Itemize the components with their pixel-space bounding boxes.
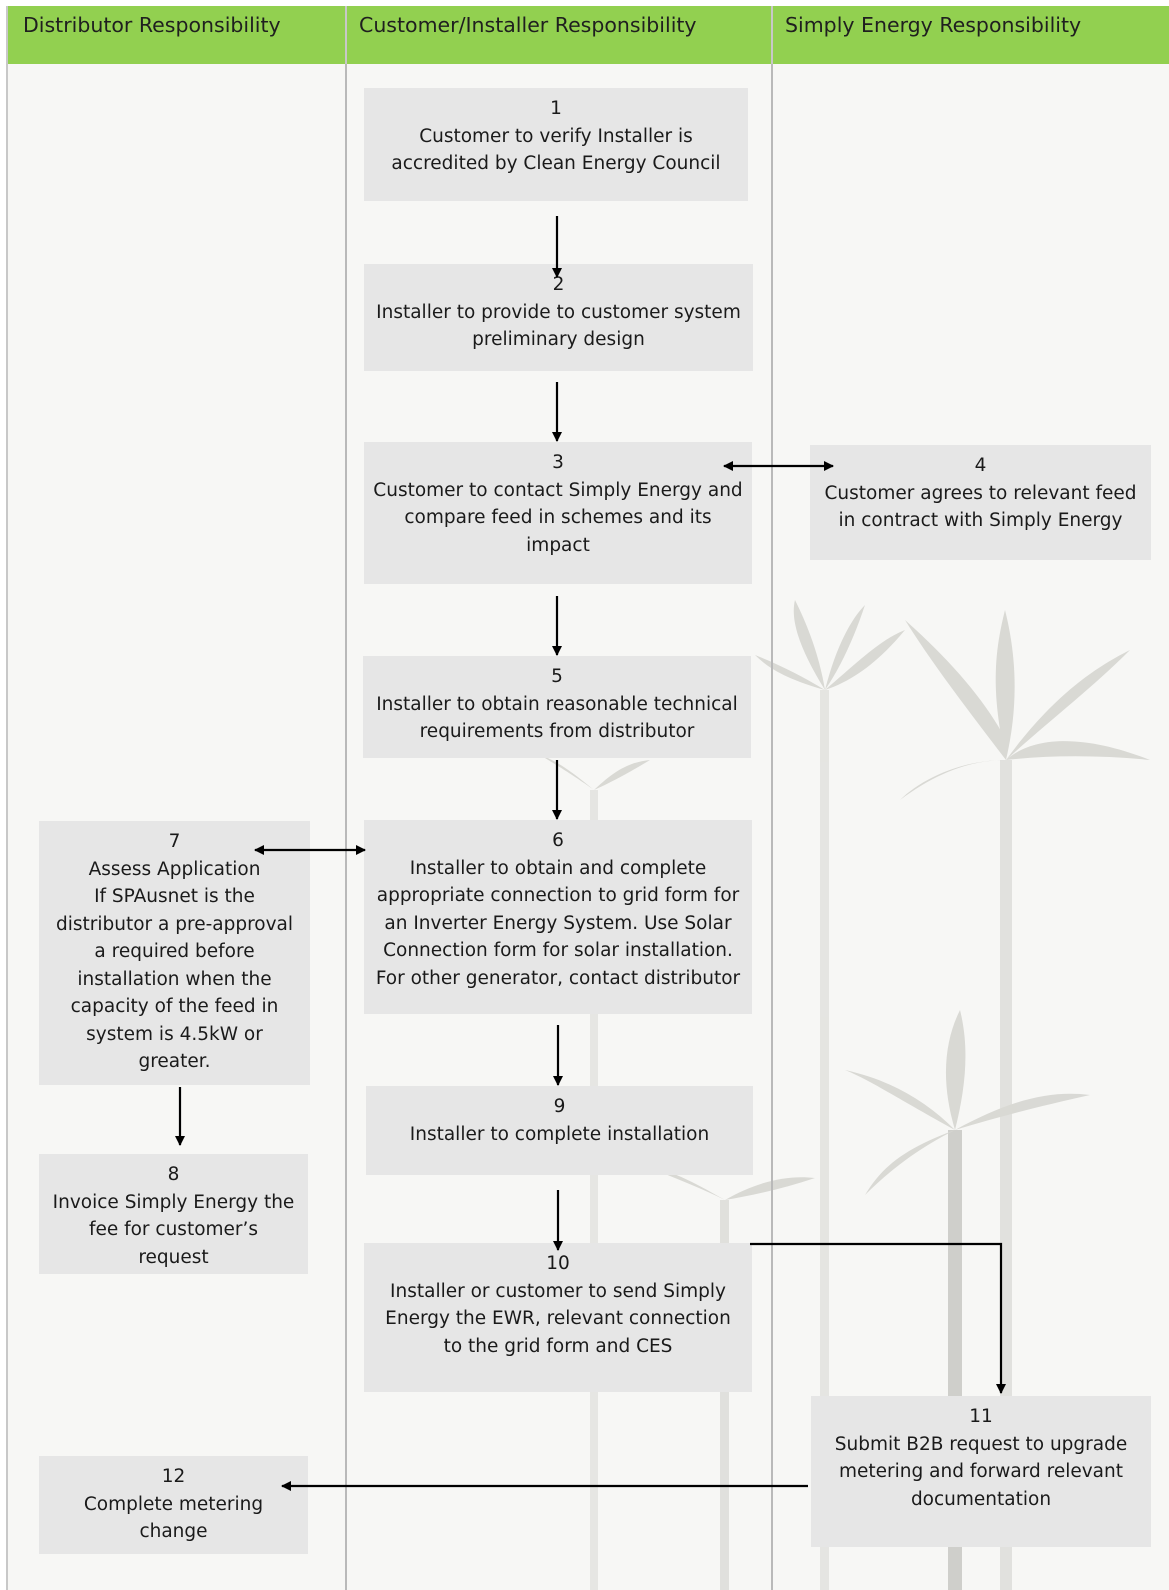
lane-header-distributor: Distributor Responsibility (8, 6, 347, 64)
step-text: Installer to provide to customer system … (376, 301, 741, 351)
step-box-1: 1 Customer to verify Installer is accred… (364, 88, 748, 201)
step-text: Installer to obtain reasonable technical… (376, 693, 738, 743)
step-text: Submit B2B request to upgrade metering a… (834, 1433, 1128, 1510)
lane-header-customer-installer: Customer/Installer Responsibility (347, 6, 773, 64)
step-number: 1 (550, 98, 562, 119)
step-text: Customer to verify Installer is accredit… (391, 125, 721, 175)
step-box-8: 8 Invoice Simply Energy the fee for cust… (39, 1154, 308, 1274)
step-box-5: 5 Installer to obtain reasonable technic… (363, 656, 751, 758)
step-box-2: 2 Installer to provide to customer syste… (364, 264, 753, 371)
step-number: 8 (167, 1164, 180, 1185)
lane-header-label: Customer/Installer Responsibility (359, 13, 697, 37)
step-text: Installer to obtain and complete appropr… (375, 857, 741, 989)
lane-divider (345, 6, 347, 1590)
step-box-4: 4 Customer agrees to relevant feed in co… (810, 445, 1151, 560)
lane-header-label: Simply Energy Responsibility (785, 13, 1082, 37)
step-number: 5 (551, 666, 563, 687)
step-box-6: 6 Installer to obtain and complete appro… (364, 820, 752, 1014)
step-number: 3 (552, 452, 564, 473)
step-box-11: 11 Submit B2B request to upgrade meterin… (811, 1396, 1151, 1547)
lane-divider (771, 6, 773, 1590)
step-number: 4 (974, 455, 987, 476)
step-text: Installer or customer to send Simply Ene… (385, 1280, 731, 1357)
step-text: Installer to complete installation (409, 1123, 710, 1145)
step-number: 7 (168, 831, 181, 852)
step-text: Complete metering change (83, 1493, 264, 1543)
step-box-7: 7 Assess Application If SPAusnet is the … (39, 821, 310, 1085)
step-number: 12 (161, 1466, 186, 1487)
step-number: 2 (552, 274, 565, 295)
step-number: 9 (553, 1096, 566, 1117)
lane-header-label: Distributor Responsibility (23, 13, 281, 37)
step-text: Customer agrees to relevant feed in cont… (824, 482, 1137, 532)
lane-divider (6, 6, 8, 1590)
step-box-12: 12 Complete metering change (39, 1456, 308, 1554)
arrow-10-to-11 (750, 1242, 1006, 1394)
lane-header-simply-energy: Simply Energy Responsibility (773, 6, 1169, 64)
step-box-3: 3 Customer to contact Simply Energy and … (364, 442, 752, 584)
step-number: 11 (969, 1406, 993, 1427)
step-box-9: 9 Installer to complete installation (366, 1086, 753, 1175)
step-box-10: 10 Installer or customer to send Simply … (364, 1243, 752, 1392)
step-number: 10 (546, 1253, 570, 1274)
step-number: 6 (552, 830, 564, 851)
step-text: Customer to contact Simply Energy and co… (373, 479, 743, 556)
step-text: Invoice Simply Energy the fee for custom… (52, 1191, 295, 1268)
step-text: Assess Application If SPAusnet is the di… (55, 858, 294, 1073)
